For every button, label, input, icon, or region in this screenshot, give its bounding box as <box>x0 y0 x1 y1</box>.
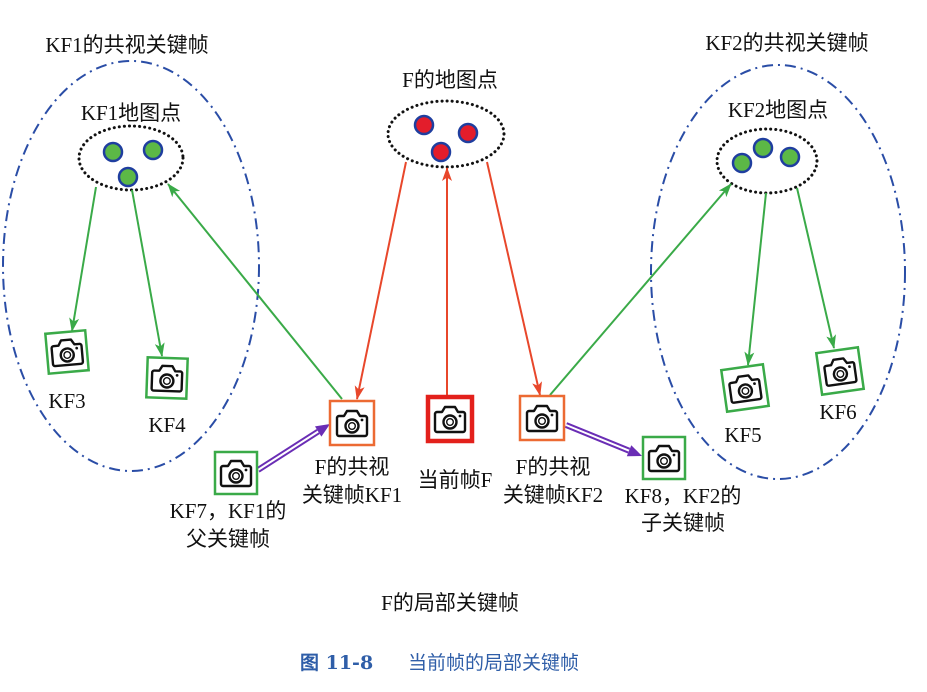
kf1-covisible-title: KF1的共视关键帧 <box>45 33 208 57</box>
keyframe-kf1 <box>328 399 376 447</box>
kf7-label-line-2: 父关键帧 <box>186 527 270 551</box>
keyframe-kf5 <box>719 362 771 414</box>
map-point <box>457 122 479 144</box>
keyframe-kf3 <box>43 328 91 376</box>
local-keyframes-label: F的局部关键帧 <box>381 591 519 615</box>
edge-f-map-points-to-kf1 <box>354 161 407 400</box>
figure-number: 图 11-8 <box>300 652 373 674</box>
keyframe-kf2 <box>518 394 566 442</box>
keyframe-kf7 <box>213 450 259 496</box>
map-point <box>731 152 753 174</box>
kf1-map-points <box>77 124 185 192</box>
kf2-label-line-2: 关键帧KF2 <box>503 483 603 507</box>
kf7-label-line-1: KF7，KF1的 <box>170 499 287 523</box>
edge-kf7-parent-to-kf1 <box>256 424 330 473</box>
kf1-covisible-boundary <box>2 60 260 472</box>
map-point <box>117 166 139 188</box>
kf5-label: KF5 <box>724 423 761 447</box>
figure-caption: 当前帧的局部关键帧 <box>408 652 579 674</box>
keyframe-kf4 <box>145 356 189 400</box>
map-point <box>779 146 801 168</box>
edge-kf1-map-points-to-kf4 <box>131 189 165 357</box>
kf1-map-points-label: KF1地图点 <box>81 101 181 125</box>
edge-kf2-to-kf2-map-points <box>549 183 732 396</box>
kf2-map-points-boundary <box>715 127 819 195</box>
kf2-label-line-1: F的共视 <box>516 455 591 479</box>
kf8-label-line-2: 子关键帧 <box>641 511 725 535</box>
edge-kf2-map-points-to-kf5 <box>744 192 767 366</box>
kf6-label: KF6 <box>819 400 856 424</box>
f-map-points <box>386 99 506 169</box>
edge-kf2-to-kf8-child <box>564 422 642 457</box>
kf1-label-line-2: 关键帧KF1 <box>302 483 402 507</box>
kf8-label-line-1: KF8，KF2的 <box>625 484 742 508</box>
arrow-head <box>315 424 330 437</box>
map-point <box>413 114 435 136</box>
kf2-map-points <box>715 127 819 195</box>
kf4-label: KF4 <box>148 413 186 437</box>
kf2-covisible-title: KF2的共视关键帧 <box>705 31 868 55</box>
map-point <box>430 141 452 163</box>
current-frame <box>425 394 475 444</box>
kf1-label-line-1: F的共视 <box>315 455 390 479</box>
current-frame-label: 当前帧F <box>418 468 493 492</box>
edge-kf1-map-points-to-kf3 <box>69 186 97 332</box>
f-map-points-label: F的地图点 <box>402 68 498 92</box>
map-point <box>142 139 164 161</box>
kf2-map-points-label: KF2地图点 <box>728 98 828 122</box>
keyframe-kf6 <box>814 345 866 397</box>
edge-kf2-map-points-to-kf6 <box>796 187 836 349</box>
keyframe-kf8 <box>641 435 687 481</box>
edge-f-map-points-to-kf2 <box>486 161 542 396</box>
map-point <box>102 141 124 163</box>
kf3-label: KF3 <box>48 389 85 413</box>
map-point <box>752 137 774 159</box>
kf1-map-points-boundary <box>77 124 185 192</box>
kf2-covisible-boundary <box>650 64 906 480</box>
arrow-head <box>626 445 642 457</box>
edge-kf1-to-kf1-map-points <box>167 183 343 400</box>
